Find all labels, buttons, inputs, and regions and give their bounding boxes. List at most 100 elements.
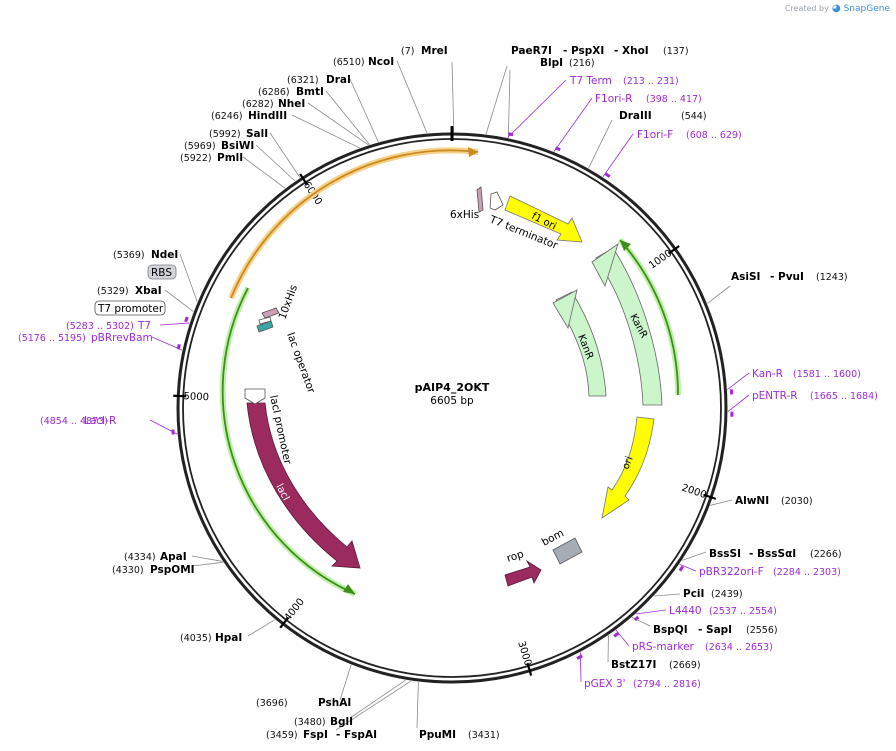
primer-1-mark [554, 146, 561, 152]
feature-kanr-inner-head [552, 289, 578, 330]
feature-ori[interactable] [601, 416, 655, 519]
primer-f1orif-name: F1ori-F [637, 129, 673, 141]
site-paer7i-name: PaeR7I [511, 45, 552, 57]
primer-f1orir-name: F1ori-R [595, 93, 632, 105]
feature-laci[interactable] [246, 402, 361, 569]
primer-t7term[interactable]: T7 Term [569, 75, 612, 87]
rbs-box [147, 264, 177, 280]
feature-kanr-outer[interactable] [595, 247, 663, 406]
site-1-leader [485, 65, 508, 135]
site-20-pos: (4035) [180, 633, 212, 644]
tick-label-4000: 4000 [283, 597, 307, 624]
site-31-leader [349, 78, 379, 143]
site-18-leader [349, 679, 406, 719]
site-19-leader [339, 664, 352, 701]
site-5-leader [588, 119, 613, 169]
site-pspomi-22[interactable]: PspOMI [150, 564, 195, 576]
site-32-leader [396, 60, 428, 134]
primer-pentrr[interactable]: pENTR-R [752, 390, 798, 402]
primer-pgex3-name: pGEX 3' [584, 678, 626, 690]
label-layer: MreI(7)BlpI(216)DraIII(544)AlwNI(2030)Pc… [18, 45, 878, 741]
site-drai-31[interactable]: DraI [326, 74, 351, 86]
feature-10xhis[interactable] [261, 307, 280, 319]
site-hpai-20[interactable]: HpaI [215, 632, 242, 644]
feature-rop[interactable] [504, 559, 542, 587]
site-nhei-29[interactable]: NheI [278, 98, 305, 110]
highlight-arc-green-right-head [620, 240, 631, 251]
site-28-pos: (6246) [211, 111, 243, 122]
site-pmli-25-name: PmlI [217, 152, 243, 164]
site-hindiii-28[interactable]: HindIII [248, 110, 287, 122]
feature-t7-terminator[interactable] [489, 191, 504, 211]
primer-f1orif[interactable]: F1ori-F [637, 129, 673, 141]
highlight-arc-green-left-head [343, 584, 355, 594]
site-25-leader [242, 156, 286, 189]
site-25-pos: (5922) [180, 153, 212, 164]
created-by-text: Created by [784, 4, 829, 13]
site-blpi-4[interactable]: BlpI [540, 57, 563, 69]
site-pcii-11[interactable]: PciI [683, 588, 704, 600]
primer-8-range: (2794 .. 2816) [633, 679, 701, 690]
site-mrei-0[interactable]: MreI [421, 45, 448, 57]
primer-prsmarker-name: pRS-marker [632, 641, 695, 653]
snapgene-name: SnapGene [843, 3, 890, 14]
primer-7-mark [613, 632, 620, 638]
feature-bom[interactable] [552, 537, 583, 565]
tick-label-5000: 5000 [183, 391, 209, 403]
highlight-arc-green-right [619, 239, 679, 396]
primer-pbr322orif-name: pBR322ori-F [699, 566, 764, 578]
site-24-pos: (5369) [113, 250, 145, 261]
primer-l4440[interactable]: L4440 [669, 605, 702, 617]
feature-laci-promoter[interactable] [244, 388, 266, 405]
site-ppumi-15[interactable]: PpuMI [419, 729, 456, 741]
primer-0-mark [508, 132, 514, 137]
site-bgli-18[interactable]: BglI [330, 716, 353, 728]
site-fspi-name: FspI [303, 729, 328, 741]
site-23-pos: (5329) [97, 286, 129, 297]
site-bstz17i-14[interactable]: BstZ17I [611, 659, 656, 671]
site-bsiwi-26-name: BsiWI [221, 140, 254, 152]
primer-f1orir[interactable]: F1ori-R [595, 93, 632, 105]
plasmid-name: pAIP4_2OKT [415, 381, 490, 394]
site-bsiwi-26[interactable]: BsiWI [221, 140, 254, 152]
site-apai-21[interactable]: ApaI [160, 551, 187, 563]
primer-2-mark [604, 172, 611, 178]
primer-1-range: (398 .. 417) [646, 94, 702, 105]
rbs-label: RBS [151, 267, 172, 279]
primer-6-mark [633, 615, 640, 622]
primer-pbrrevbam[interactable]: pBRrevBam [91, 332, 153, 344]
highlight-arc-orange [230, 149, 479, 299]
primer-3-range: (1581 .. 1600) [793, 369, 861, 380]
site-fspi-pos: (3459) [266, 730, 298, 741]
primer-t7[interactable]: T7 [137, 320, 151, 332]
site-bmti-30[interactable]: BmtI [296, 86, 324, 98]
site-xbai-23[interactable]: XbaI [135, 285, 162, 297]
site-ndei-24[interactable]: NdeI [151, 249, 178, 261]
feature-rop-label: rop [505, 548, 525, 565]
site-alwni-8[interactable]: AlwNI [735, 495, 769, 507]
site-pshai-19[interactable]: PshAI [318, 697, 351, 709]
site-pcii-11-name: PciI [683, 588, 704, 600]
feature-lac-operator[interactable] [256, 320, 274, 333]
site-sapi-pos: (2556) [746, 625, 778, 636]
primer-9-range: (4854 .. 4873) [40, 416, 108, 427]
primer-kanr[interactable]: Kan-R [752, 368, 783, 380]
primer-t7term-name: T7 Term [569, 75, 612, 87]
primer-pgex3[interactable]: pGEX 3' [584, 678, 626, 690]
primer-pbr322orif[interactable]: pBR322ori-F [699, 566, 764, 578]
site-15-leader [416, 681, 419, 729]
snapgene-branding: Created by ◕ SnapGene [785, 3, 890, 14]
site-ndei-24-name: NdeI [151, 249, 178, 261]
feature-6xhis[interactable] [476, 186, 484, 213]
site-pspomi-22-name: PspOMI [150, 564, 195, 576]
primer-lacir[interactable]: LacI-R [84, 415, 116, 427]
site-draiii-5[interactable]: DraIII [619, 110, 652, 122]
site-pmli-25[interactable]: PmlI [217, 152, 243, 164]
feature-f1-ori[interactable] [504, 195, 583, 243]
site-sali-27[interactable]: SalI [246, 128, 268, 140]
primer-prsmarker[interactable]: pRS-marker [632, 641, 695, 653]
site-blpi-4-name: BlpI [540, 57, 563, 69]
primer-5-mark [678, 565, 685, 572]
site-ncoi-32[interactable]: NcoI [368, 56, 394, 68]
